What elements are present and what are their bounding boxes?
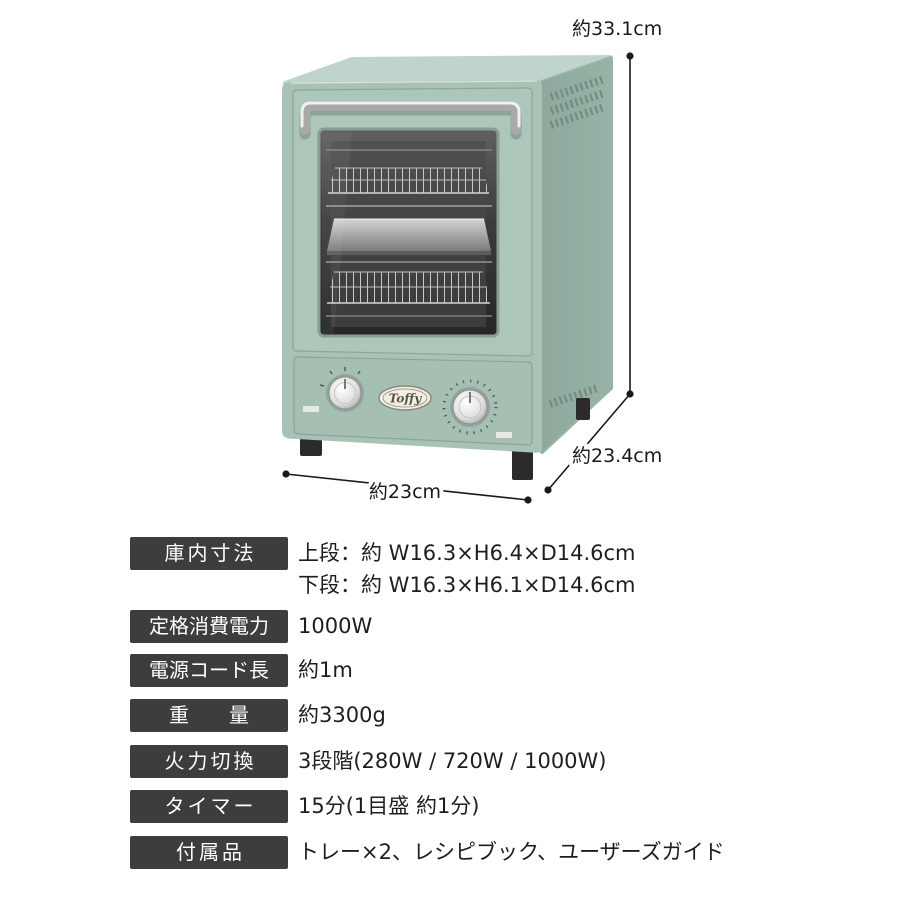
spec-row-cord-length: 電源コード長 約1m [0,654,900,687]
depth-dimension: 約23.4cm [544,393,666,494]
knob-ticks [319,367,361,387]
logo-badge-inner [382,388,428,408]
spec-label: 定格消費電力 [130,610,288,643]
depth-label: 約23.4cm [572,445,662,467]
timer-scale [442,379,498,435]
toaster-oven: Toffy [282,55,613,454]
oven-window [319,129,498,336]
product-illustration: Toffy 約33.1cm 約23.4cm 約23cm [282,14,666,507]
vent-row [549,89,605,115]
spec-row-heat-settings: 火力切換 3段階(280W / 720W / 1000W) [0,745,900,778]
spec-row-interior-size: 庫内寸法 上段：約 W16.3×H6.4×D14.6cm 下段：約 W16.3×… [0,537,900,597]
vent-row [549,75,605,101]
spec-value-lower: 下段：約 W16.3×H6.1×D14.6cm [298,573,636,597]
spec-label: 火力切換 [130,745,288,778]
dimension-dot [282,470,290,478]
logo-badge [378,385,432,411]
spec-row-accessories: 付属品 トレー×2、レシピブック、ユーザーズガイド [0,836,900,869]
panel-sticker-right [496,432,512,438]
spec-value-upper: 上段：約 W16.3×H6.4×D14.6cm [298,541,636,565]
spec-value: 約3300g [298,703,386,727]
dimension-line [285,473,529,501]
width-dimension: 約23cm [282,470,532,507]
spec-row-rated-power: 定格消費電力 1000W [0,610,900,643]
knob-dial [452,389,488,425]
knob-dial [328,376,362,410]
spec-value: 15分(1目盛 約1分) [298,794,480,818]
dimension-dot [544,486,552,494]
upper-rack [328,167,489,194]
spec-label: 重 量 [130,699,288,732]
door-handle [299,101,522,140]
vent-row [548,384,600,408]
dimension-dot [524,496,532,504]
vent-row [549,103,605,129]
window-frame [317,127,500,338]
height-label: 約33.1cm [572,18,662,40]
brand-logo: Toffy [378,385,432,411]
width-label: 約23cm [369,481,441,503]
spec-value: 1000W [298,614,373,638]
side-vents-upper [549,75,605,129]
lower-rack [327,271,490,304]
tray-front-lip [327,251,491,255]
spec-value: 約1m [298,658,353,682]
dimension-dot [626,52,634,60]
spec-row-timer: タイマー 15分(1目盛 約1分) [0,790,900,823]
front-top-highlight [290,80,538,84]
oven-side-shade [542,58,611,452]
spec-label: 付属品 [130,836,288,869]
side-vents-lower [548,384,600,408]
spec-value: 上段：約 W16.3×H6.4×D14.6cm 下段：約 W16.3×H6.1×… [298,537,636,601]
spec-value: トレー×2、レシピブック、ユーザーズガイド [298,840,725,864]
oven-foot-front-left [300,436,322,456]
panel-sticker-left [303,406,319,412]
spec-label: 庫内寸法 [130,537,288,570]
logo-text: Toffy [389,392,422,406]
height-dimension: 約33.1cm [568,14,666,398]
tray-surface [327,219,491,251]
spec-label: タイマー [130,790,288,823]
handle-bar [300,101,521,135]
oven-foot-back-right [576,398,590,420]
oven-foot-front-right [512,446,533,480]
spec-value: 3段階(280W / 720W / 1000W) [298,749,607,773]
temperature-knob [319,367,364,412]
glass-reflection [322,132,352,334]
spec-row-weight: 重 量 約3300g [0,699,900,732]
spec-label: 電源コード長 [130,654,288,687]
handle-highlight [300,101,521,128]
timer-knob [442,379,498,435]
baking-tray [327,218,491,255]
dimension-line [547,393,631,491]
